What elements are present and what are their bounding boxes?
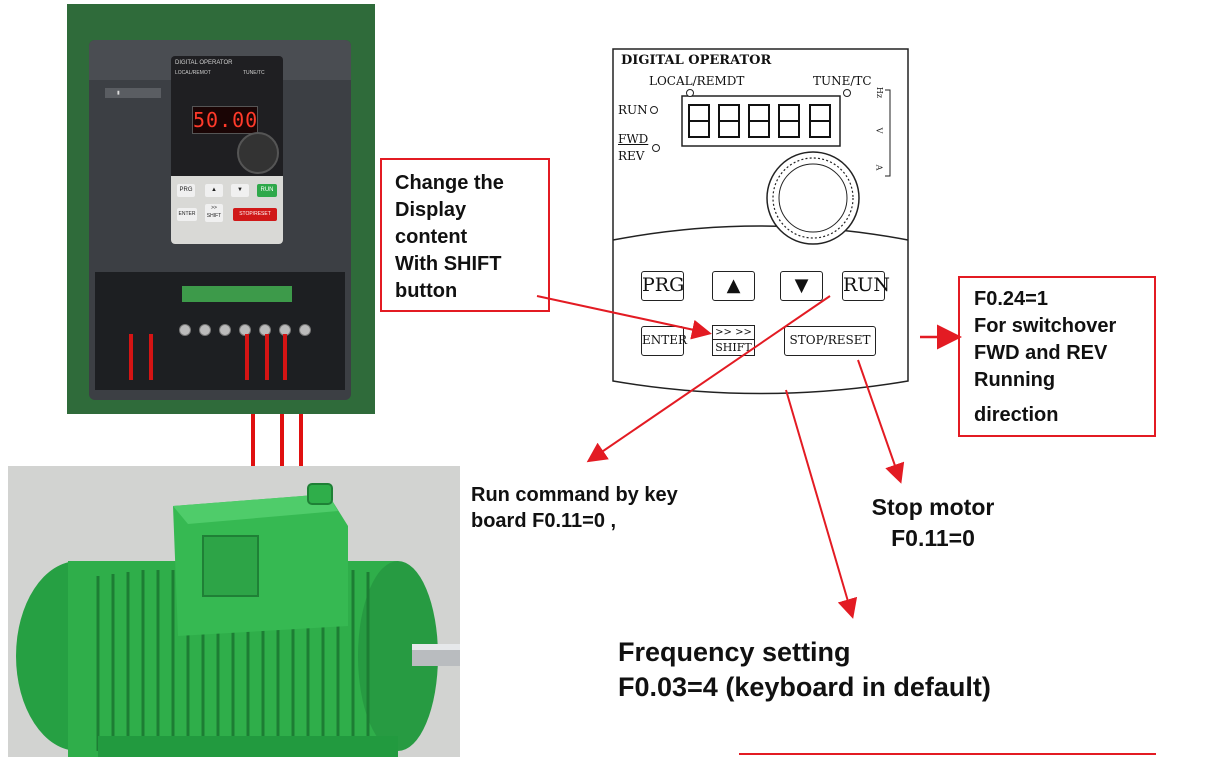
shift-button[interactable]: >> >> SHIFT — [712, 325, 755, 356]
local-remote-led — [686, 89, 694, 97]
control-terminal-block — [182, 286, 292, 302]
fwd-rev-led — [652, 144, 660, 152]
shift-callout-text: Change the Display content With SHIFT bu… — [395, 172, 504, 302]
inverter-btn-shift: >> SHIFT — [205, 204, 223, 222]
inverter-knob — [237, 132, 279, 174]
display-digit — [778, 104, 800, 138]
motor-cable-w — [299, 414, 303, 466]
inverter-logo: ▮ — [105, 88, 161, 98]
arrow-stop-motor — [857, 359, 905, 484]
wire — [129, 334, 133, 380]
down-button[interactable]: ▼ — [780, 271, 823, 301]
run-command-label: Run command by key board F0.11=0 , — [471, 484, 678, 532]
inverter-btn-run: RUN — [257, 184, 277, 197]
rev-label: REV — [618, 149, 645, 163]
digital-operator-panel: DIGITAL OPERATOR LOCAL/REMDT TUNE/TC RUN… — [612, 48, 909, 402]
display-digit — [688, 104, 710, 138]
up-button[interactable]: ▲ — [712, 271, 755, 301]
inverter-panel-title: DIGITAL OPERATOR — [175, 60, 233, 66]
inverter-panel-local: LOCAL/REMOT — [175, 70, 211, 76]
display-digit — [748, 104, 770, 138]
wire — [265, 334, 269, 380]
inverter-btn-down: ▼ — [231, 184, 249, 197]
inverter-lcd-display: 50.00 — [192, 106, 259, 134]
operator-panel-outline — [612, 48, 909, 395]
direction-callout-text-2: direction — [974, 404, 1059, 426]
shift-label: SHIFT — [715, 341, 752, 354]
fwd-label: FWD — [618, 132, 649, 146]
arrow-frequency — [785, 389, 858, 619]
terminal-screw — [199, 324, 211, 336]
terminal-screw — [219, 324, 231, 336]
inverter-btn-stop-reset: STOP/RESET — [233, 208, 277, 221]
inverter-photo: ▮ DIGITAL OPERATOR LOCAL/REMOT TUNE/TC 5… — [67, 4, 375, 414]
wire — [245, 334, 249, 380]
inverter-btn-up: ▲ — [205, 184, 223, 197]
arrow-shift — [536, 295, 712, 340]
inverter-btn-enter: ENTER — [177, 208, 197, 221]
local-remote-label: LOCAL/REMDT — [649, 74, 745, 88]
run-label: RUN — [618, 103, 648, 117]
frequency-setting-label: Frequency setting F0.03=4 (keyboard in d… — [618, 637, 991, 702]
run-led — [650, 106, 658, 114]
shift-callout-box — [380, 158, 550, 312]
tune-led — [843, 89, 851, 97]
display-digit — [809, 104, 831, 138]
stop-motor-label: Stop motor F0.11=0 — [871, 494, 995, 551]
prg-button[interactable]: PRG — [641, 271, 684, 301]
terminal-screw — [299, 324, 311, 336]
partial-callout-border — [739, 753, 1156, 755]
run-button[interactable]: RUN — [842, 271, 890, 301]
motor-cable-v — [280, 414, 284, 466]
stop-reset-button[interactable]: STOP/RESET — [784, 326, 876, 356]
arrow-run-command — [586, 295, 831, 463]
motor-cable-u — [251, 414, 255, 466]
wire — [283, 334, 287, 380]
inverter-btn-prg: PRG — [177, 184, 195, 197]
motor-photo — [8, 466, 460, 757]
enter-button[interactable]: ENTER — [641, 326, 687, 356]
motor-illustration — [8, 466, 460, 757]
operator-title: DIGITAL OPERATOR — [621, 53, 772, 68]
inverter-panel-tune: TUNE/TC — [243, 70, 265, 76]
direction-callout-text: F0.24=1 For switchover FWD and REV Runni… — [974, 288, 1117, 391]
display-digit — [718, 104, 740, 138]
wire — [149, 334, 153, 380]
shift-arrows: >> >> — [713, 326, 754, 340]
tune-label: TUNE/TC — [813, 74, 872, 88]
terminal-screw — [179, 324, 191, 336]
direction-callout-box — [958, 276, 1156, 437]
